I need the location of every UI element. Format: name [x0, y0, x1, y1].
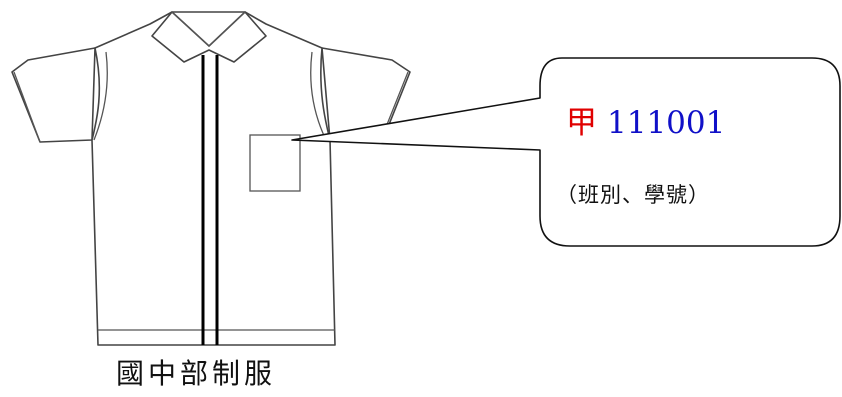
class-number-note: （班別、學號） [556, 183, 710, 207]
collar-band [171, 11, 246, 47]
right-sleeve [321, 47, 411, 143]
right-armhole-seam [310, 51, 327, 141]
callout-bubble [291, 57, 841, 247]
shirt-body [91, 11, 336, 346]
class-char: 甲 [566, 105, 597, 141]
left-armhole-seam [93, 51, 108, 141]
left-sleeve-hem [13, 71, 41, 143]
uniform-caption: 國中部制服 [116, 357, 277, 390]
student-number: 111001 [607, 105, 726, 141]
left-sleeve [11, 47, 96, 143]
chest-pocket [249, 134, 301, 192]
